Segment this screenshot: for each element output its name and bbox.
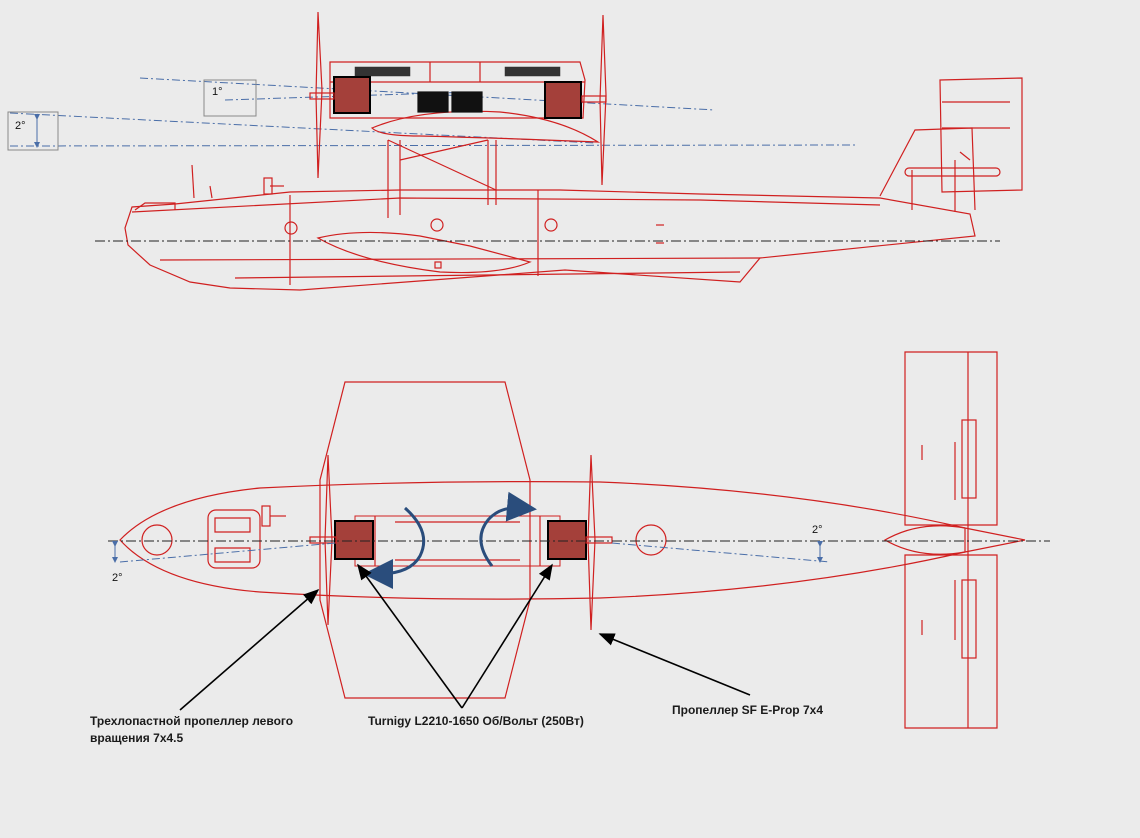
- callout-right-propeller: Пропеллер SF E-Prop 7x4: [672, 703, 823, 717]
- side-view: [7, 11, 1023, 291]
- side-motor-front: [333, 76, 371, 114]
- side-prop-front: [315, 11, 323, 179]
- top-prop-left: [324, 454, 333, 626]
- wing-angle-box: [203, 79, 257, 117]
- top-tailplane: [904, 351, 998, 526]
- side-nacelle: [309, 61, 607, 119]
- rotation-arrow-ccw-icon: [363, 506, 426, 589]
- angle-label-top-right: 2°: [812, 524, 823, 536]
- side-motor-rear: [544, 81, 582, 119]
- top-motor-right: [547, 520, 587, 560]
- top-motor-left: [334, 520, 374, 560]
- angle-label-thrust-side: 2°: [15, 120, 26, 132]
- leader-lines: [179, 563, 751, 711]
- top-prop-right: [587, 454, 596, 631]
- rotation-arrow-cw-icon: [479, 491, 537, 567]
- side-stabilizer: [939, 77, 1023, 193]
- top-fuselage: [119, 481, 1026, 600]
- callout-motors: Turnigy L2210-1650 Об/Вольт (250Вт): [368, 714, 584, 728]
- top-view: [108, 351, 1050, 729]
- callout-left-propeller-line1: Трехлопастной пропеллер левого: [90, 714, 294, 728]
- side-fin: [879, 127, 976, 211]
- thrust-angle-box: [7, 111, 59, 151]
- angle-label-wing: 1°: [212, 86, 223, 98]
- side-prop-rear: [599, 14, 607, 186]
- top-wing: [319, 381, 531, 699]
- angle-label-top-left: 2°: [112, 572, 123, 584]
- callout-left-propeller: Трехлопастной пропеллер левого вращения …: [90, 713, 293, 747]
- side-sponson: [316, 231, 532, 274]
- callout-left-propeller-line2: вращения 7x4.5: [90, 731, 184, 745]
- side-hull: [124, 189, 976, 291]
